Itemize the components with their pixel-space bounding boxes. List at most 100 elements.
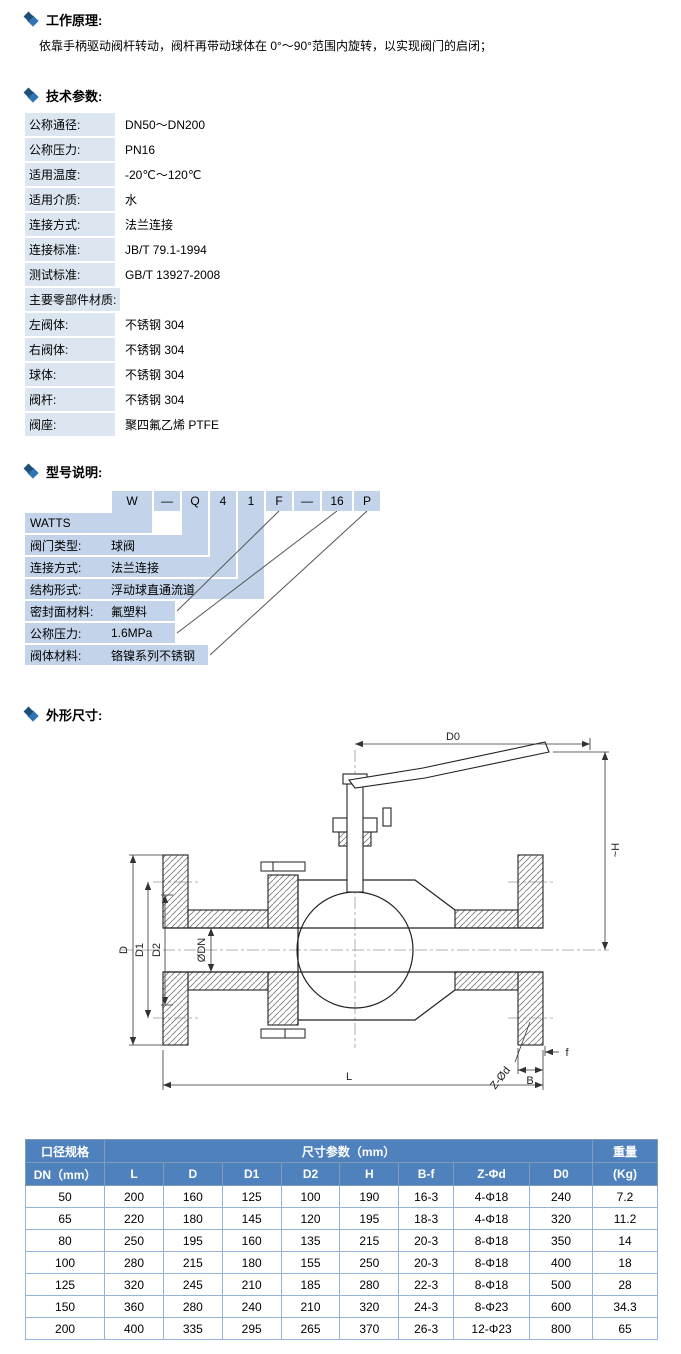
table-col-header: DN（mm） bbox=[24, 1162, 106, 1187]
table-cell: 18-3 bbox=[398, 1207, 455, 1231]
table-group-weight: 重量 bbox=[592, 1139, 658, 1164]
param-value: 水 bbox=[125, 193, 138, 208]
table-col-header: H bbox=[339, 1162, 400, 1187]
model-row-value: 法兰连接 bbox=[111, 560, 160, 575]
table-cell: 280 bbox=[162, 1295, 223, 1319]
table-col-header: D0 bbox=[529, 1162, 594, 1187]
model-structure: W — Q 4 1 F — 16 P WATTS bbox=[25, 491, 657, 667]
model-code-cell: W bbox=[112, 491, 152, 512]
valve-drawing-wrap: D0 ~H D D1 D2 ØDN L B f Z-Ød bbox=[93, 730, 657, 1131]
param-label: 适用温度: bbox=[25, 163, 115, 187]
table-group-dims: 尺寸参数（mm） bbox=[104, 1139, 594, 1164]
table-cell: 145 bbox=[221, 1207, 282, 1231]
table-row: 50 200 160 125 100 190 16-3 4-Φ18 240 7.… bbox=[24, 1185, 658, 1209]
diamond-icon bbox=[25, 708, 38, 721]
model-row-label: 结构形式: bbox=[30, 582, 82, 597]
table-cell: 195 bbox=[339, 1207, 400, 1231]
table-cell: 160 bbox=[162, 1185, 223, 1209]
model-code-cell: — bbox=[294, 491, 320, 512]
table-col-header: Z-Φd bbox=[453, 1162, 531, 1187]
valve-drawing: D0 ~H D D1 D2 ØDN L B f Z-Ød bbox=[118, 731, 622, 1092]
valve-body-outline bbox=[163, 875, 543, 1026]
param-row: 测试标准: GB/T 13927-2008 bbox=[25, 263, 657, 287]
model-row-value: 1.6MPa bbox=[111, 626, 153, 641]
param-label: 公称压力: bbox=[25, 138, 115, 162]
table-cell: 250 bbox=[339, 1251, 400, 1275]
model-code-cell: F bbox=[266, 491, 292, 512]
param-value: 不锈钢 304 bbox=[125, 393, 185, 408]
model-code-cell: — bbox=[154, 491, 180, 512]
param-row: 适用介质: 水 bbox=[25, 188, 657, 212]
model-row-label: 阀门类型: bbox=[30, 538, 82, 553]
table-cell: 8-Φ23 bbox=[453, 1295, 531, 1319]
spec-table: 口径规格 尺寸参数（mm） 重量 DN（mm） L D D1 D2 H B-f … bbox=[24, 1139, 658, 1341]
param-row: 主要零部件材质: bbox=[25, 288, 657, 312]
table-cell: 8-Φ18 bbox=[453, 1251, 531, 1275]
model-code-cell: 16 bbox=[322, 491, 352, 512]
dim-label-b: B bbox=[526, 1075, 533, 1087]
dim-label-zd: Z-Ød bbox=[488, 1065, 513, 1092]
param-value: 不锈钢 304 bbox=[125, 368, 185, 383]
model-row-label: 阀体材料: bbox=[30, 648, 82, 663]
dimensions-title-text: 外形尺寸: bbox=[46, 708, 103, 724]
table-cell: 200 bbox=[104, 1185, 164, 1209]
valve-handle bbox=[348, 741, 550, 789]
dim-label-d0: D0 bbox=[446, 731, 460, 743]
table-col-header: L bbox=[104, 1162, 164, 1187]
table-cell: 8-Φ18 bbox=[453, 1229, 531, 1253]
param-row: 适用温度: -20℃～120℃ bbox=[25, 163, 657, 187]
table-cell: 195 bbox=[162, 1229, 223, 1253]
params-title: 技术参数: bbox=[25, 86, 657, 105]
dim-label-f: f bbox=[565, 1047, 569, 1059]
table-cell: 20-3 bbox=[398, 1251, 455, 1275]
table-row: 80 250 195 160 135 215 20-3 8-Φ18 350 14 bbox=[24, 1229, 658, 1253]
table-cell: 210 bbox=[280, 1295, 341, 1319]
model-row: WATTS bbox=[25, 513, 152, 534]
table-cell: 320 bbox=[529, 1207, 594, 1231]
table-cell: 180 bbox=[162, 1207, 223, 1231]
dim-label-h: ~H bbox=[610, 843, 622, 857]
table-cell: 295 bbox=[221, 1317, 282, 1341]
model-row-label: 公称压力: bbox=[30, 626, 82, 641]
table-cell: 100 bbox=[280, 1185, 341, 1209]
table-cell: 11.2 bbox=[592, 1207, 658, 1231]
table-cell: 190 bbox=[339, 1185, 400, 1209]
dim-label-d: D bbox=[118, 946, 130, 954]
param-value: PN16 bbox=[125, 142, 156, 157]
param-label: 连接标准: bbox=[25, 238, 115, 262]
table-cell: 4-Φ18 bbox=[453, 1207, 531, 1231]
param-row: 连接标准: JB/T 79.1-1994 bbox=[25, 238, 657, 262]
table-cell: 18 bbox=[592, 1251, 658, 1275]
table-cell: 65 bbox=[24, 1207, 106, 1231]
param-row: 左阀体: 不锈钢 304 bbox=[25, 313, 657, 337]
param-value: 不锈钢 304 bbox=[125, 343, 185, 358]
model-row-value: 浮动球直通流道 bbox=[111, 582, 196, 597]
table-row: 100 280 215 180 155 250 20-3 8-Φ18 400 1… bbox=[24, 1251, 658, 1275]
table-cell: 24-3 bbox=[398, 1295, 455, 1319]
table-cell: 135 bbox=[280, 1229, 341, 1253]
param-value: 不锈钢 304 bbox=[125, 318, 185, 333]
diamond-icon bbox=[25, 465, 38, 478]
model-row: 公称压力: 1.6MPa bbox=[25, 623, 175, 644]
table-cell: 400 bbox=[529, 1251, 594, 1275]
table-cell: 155 bbox=[280, 1251, 341, 1275]
table-cell: 65 bbox=[592, 1317, 658, 1341]
dim-label-dn: ØDN bbox=[196, 938, 208, 963]
model-code-cell: 4 bbox=[210, 491, 236, 512]
section-principle: 工作原理: 依靠手柄驱动阀杆转动，阀杆再带动球体在 0°～90°范围内旋转，以实… bbox=[25, 10, 657, 56]
table-group-row: 口径规格 尺寸参数（mm） 重量 bbox=[24, 1139, 658, 1164]
param-label: 连接方式: bbox=[25, 213, 115, 237]
param-value: GB/T 13927-2008 bbox=[125, 267, 221, 282]
dim-label-d2: D2 bbox=[151, 943, 163, 957]
spec-table-head: 口径规格 尺寸参数（mm） 重量 DN（mm） L D D1 D2 H B-f … bbox=[24, 1139, 658, 1187]
table-cell: 240 bbox=[529, 1185, 594, 1209]
diamond-icon bbox=[25, 13, 38, 26]
param-value: JB/T 79.1-1994 bbox=[125, 242, 207, 257]
principle-body: 依靠手柄驱动阀杆转动，阀杆再带动球体在 0°～90°范围内旋转，以实现阀门的启闭… bbox=[39, 39, 492, 53]
model-code-cell: P bbox=[354, 491, 380, 512]
param-row: 连接方式: 法兰连接 bbox=[25, 213, 657, 237]
joint-bolts bbox=[260, 861, 306, 1039]
param-value: -20℃～120℃ bbox=[125, 168, 202, 183]
table-cell: 335 bbox=[162, 1317, 223, 1341]
